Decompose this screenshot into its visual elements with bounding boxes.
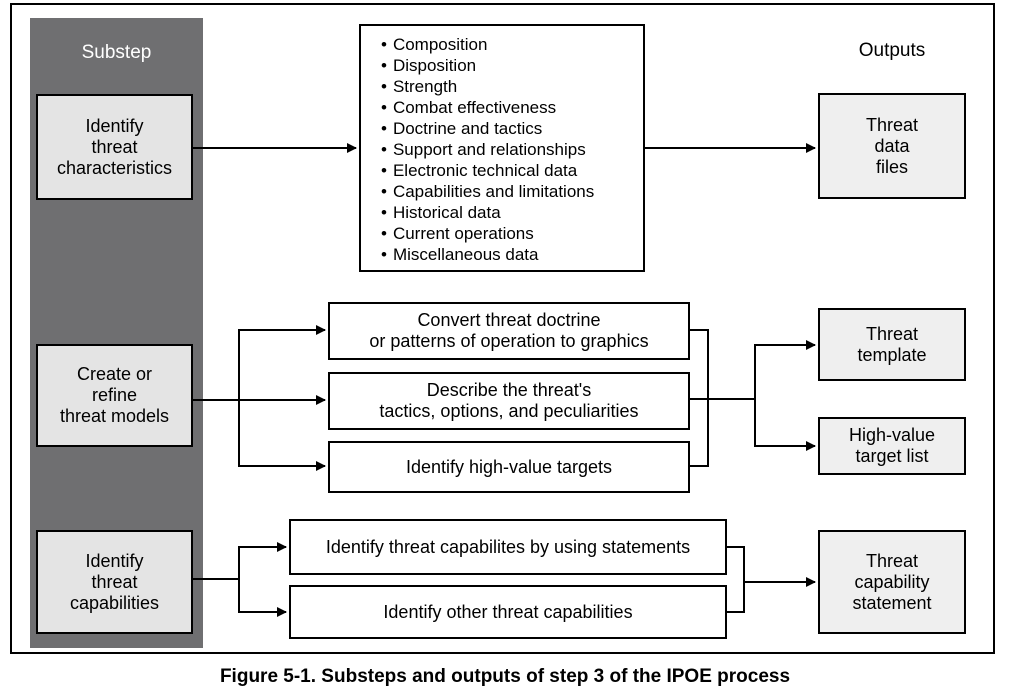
task-convert-doctrine: Convert threat doctrine or patterns of o…: [328, 302, 690, 360]
list-item: Miscellaneous data: [381, 244, 643, 265]
list-item: Support and relationships: [381, 139, 643, 160]
task-describe-tactics: Describe the threat's tactics, options, …: [328, 372, 690, 430]
output-high-value-target-list: High-value target list: [818, 417, 966, 475]
substep-threat-capabilities: Identify threat capabilities: [36, 530, 193, 634]
list-item: Current operations: [381, 223, 643, 244]
task-high-value-targets: Identify high-value targets: [328, 441, 690, 493]
list-item: Electronic technical data: [381, 160, 643, 181]
task-other-capabilities: Identify other threat capabilities: [289, 585, 727, 639]
list-item: Strength: [381, 76, 643, 97]
output-threat-data-files: Threat data files: [818, 93, 966, 199]
output-threat-template: Threat template: [818, 308, 966, 381]
list-item: Combat effectiveness: [381, 97, 643, 118]
list-item: Doctrine and tactics: [381, 118, 643, 139]
figure-caption: Figure 5-1. Substeps and outputs of step…: [219, 666, 791, 687]
substep-header: Substep: [81, 42, 152, 63]
substep-identify-characteristics: Identify threat characteristics: [36, 94, 193, 200]
outputs-header: Outputs: [858, 40, 926, 61]
list-item: Disposition: [381, 55, 643, 76]
substep-threat-models: Create or refine threat models: [36, 344, 193, 447]
list-item: Capabilities and limitations: [381, 181, 643, 202]
task-capabilities-statements: Identify threat capabilites by using sta…: [289, 519, 727, 575]
list-item: Historical data: [381, 202, 643, 223]
list-item: Composition: [381, 34, 643, 55]
characteristics-list: Composition Disposition Strength Combat …: [359, 24, 645, 272]
output-threat-capability-statement: Threat capability statement: [818, 530, 966, 634]
